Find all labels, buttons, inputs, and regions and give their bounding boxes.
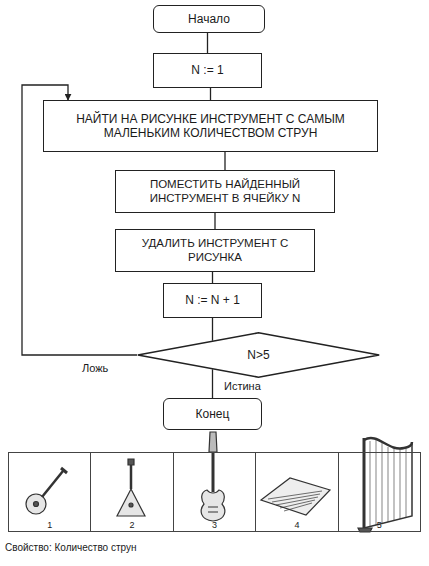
end-terminator: Конец — [163, 398, 262, 430]
node-text: УДАЛИТЬ ИНСТРУМЕНТ С РИСУНКА — [128, 237, 302, 265]
node-text: Начало — [188, 12, 230, 26]
domra-drawing — [26, 468, 67, 514]
gusli-drawing — [261, 478, 330, 515]
process-box: N := N + 1 — [163, 283, 262, 318]
callout-number: 3 — [212, 520, 217, 531]
process-box: УДАЛИТЬ ИНСТРУМЕНТ С РИСУНКА — [115, 229, 315, 272]
flow-connector — [210, 88, 211, 100]
flow-connector — [212, 272, 213, 283]
node-text: Конец — [196, 407, 230, 421]
instrument-cell: 5 — [338, 452, 421, 532]
callout-number: 2 — [130, 520, 135, 531]
start-terminator: Начало — [153, 5, 265, 33]
flow-connector — [212, 318, 213, 341]
process-box: НАЙТИ НА РИСУНКЕ ИНСТРУМЕНТ С САМЫМ МАЛЕ… — [43, 100, 378, 152]
callout-number: 5 — [377, 520, 382, 531]
process-box: N := 1 — [153, 53, 262, 88]
guitar-drawing — [201, 432, 225, 521]
balalaika-drawing — [117, 459, 145, 516]
property-caption: Свойство: Количество струн — [5, 542, 137, 553]
flow-connector — [212, 369, 213, 398]
node-text: ПОМЕСТИТЬ НАЙДЕННЫЙ ИНСТРУМЕНТ В ЯЧЕЙКУ … — [126, 178, 324, 206]
instrument-illustrations — [26, 432, 412, 532]
instrument-cell: 2 — [90, 452, 173, 532]
decision-diamond: N>5 — [137, 332, 380, 378]
flow-connector — [207, 33, 208, 53]
node-text: N>5 — [247, 348, 269, 362]
node-text: НАЙТИ НА РИСУНКЕ ИНСТРУМЕНТ С САМЫМ МАЛЕ… — [66, 112, 355, 141]
flow-connector — [224, 152, 225, 170]
branch-label: Истина — [224, 380, 261, 392]
branch-label: Ложь — [82, 362, 108, 374]
node-text: N := N + 1 — [185, 293, 240, 307]
flow-connector — [214, 213, 215, 229]
instrument-cell: 1 — [8, 452, 91, 532]
callout-number: 4 — [294, 520, 299, 531]
instrument-cell: 3 — [173, 452, 256, 532]
process-box: ПОМЕСТИТЬ НАЙДЕННЫЙ ИНСТРУМЕНТ В ЯЧЕЙКУ … — [115, 170, 335, 213]
instrument-cell: 4 — [255, 452, 338, 532]
callout-number: 1 — [47, 520, 52, 531]
node-text: N := 1 — [191, 63, 223, 77]
diamond-shape — [138, 333, 379, 377]
